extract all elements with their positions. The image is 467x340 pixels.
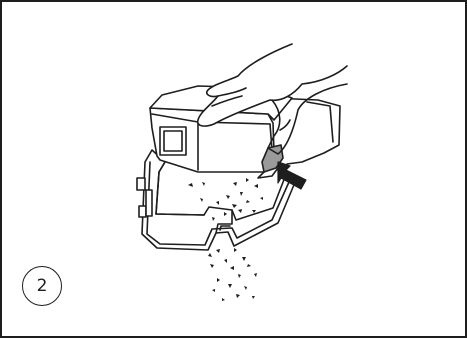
step-number-badge: 2	[22, 266, 62, 306]
